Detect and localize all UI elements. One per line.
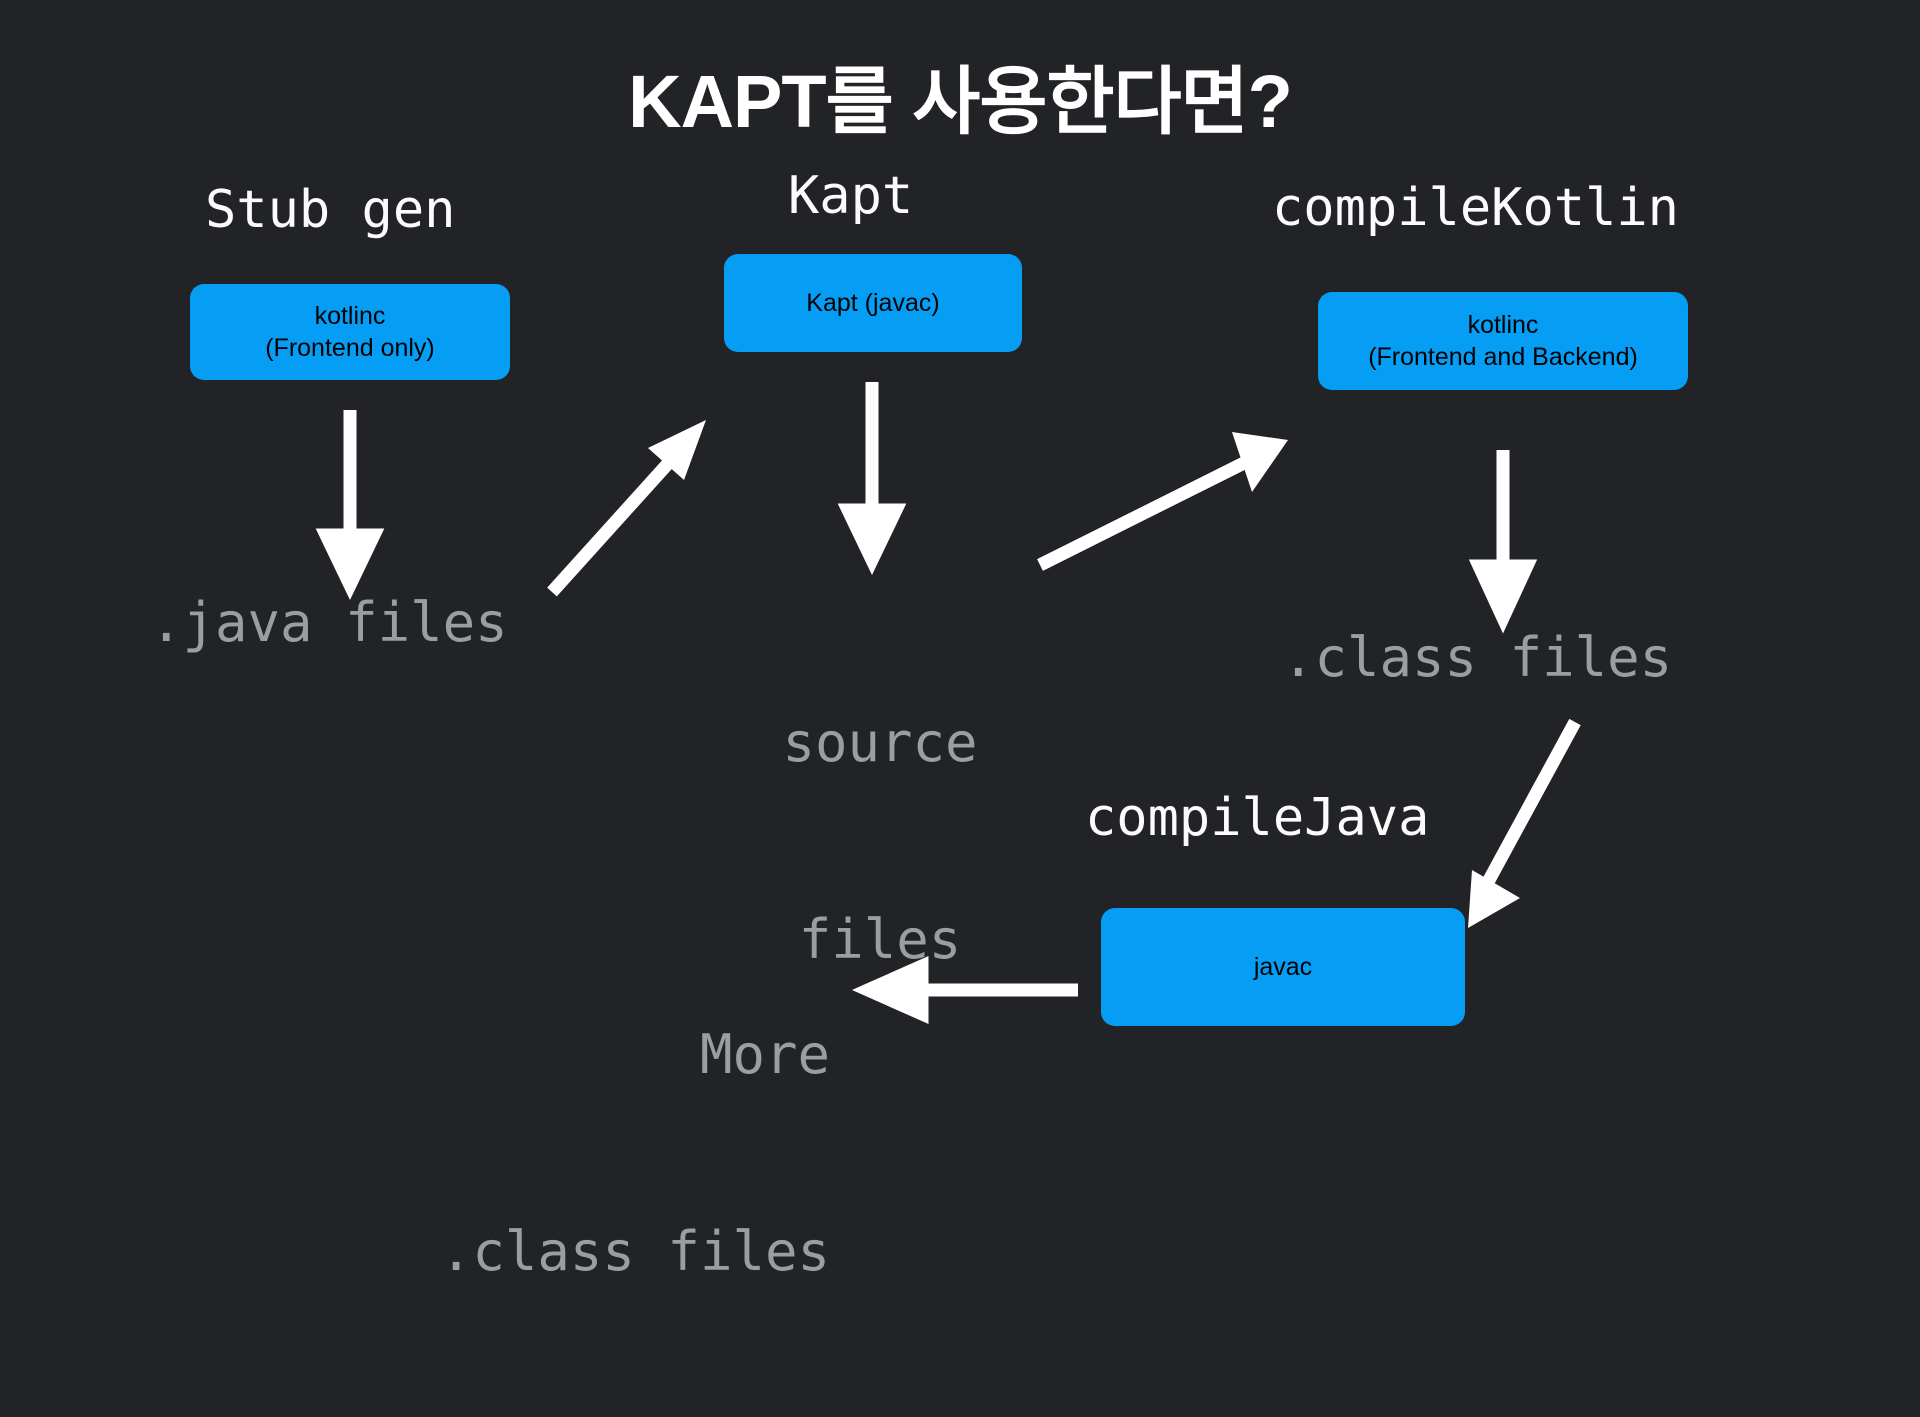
process-box-line-2: (Frontend only) bbox=[265, 334, 435, 362]
stage-label-compile-java: compileJava bbox=[1085, 788, 1430, 848]
artifact-line-1: source bbox=[782, 710, 978, 774]
artifact-label-java-files: .java files bbox=[150, 591, 508, 654]
artifact-line-1: More bbox=[699, 1022, 830, 1086]
arrow-stubgen-to-javafiles bbox=[315, 410, 385, 601]
process-box-kapt-javac[interactable]: Kapt (javac) bbox=[724, 254, 1022, 352]
page-title: KAPT를 사용한다면? bbox=[628, 60, 1293, 143]
stage-label-kapt: Kapt bbox=[788, 166, 914, 226]
process-box-line-1: kotlinc bbox=[314, 301, 386, 330]
process-box-line-1: javac bbox=[1253, 952, 1313, 981]
artifact-label-source-files: source files bbox=[760, 578, 1000, 1105]
artifact-line-2: .class files bbox=[439, 1220, 830, 1284]
process-box-line-2: (Frontend and Backend) bbox=[1368, 343, 1638, 371]
artifact-label-class-files: .class files bbox=[1282, 626, 1673, 689]
arrow-javafiles-to-kapt bbox=[547, 420, 706, 597]
arrow-layer bbox=[315, 382, 1581, 1025]
arrow-sourcefiles-to-kotlinc bbox=[1037, 432, 1288, 571]
process-box-kotlinc-frontend[interactable]: kotlinc (Frontend only) bbox=[190, 284, 510, 380]
process-box-line-1: Kapt (javac) bbox=[806, 288, 940, 317]
stage-label-compile-kotlin: compileKotlin bbox=[1272, 178, 1679, 238]
process-box-line-1: kotlinc bbox=[1467, 310, 1539, 339]
process-box-javac[interactable]: javac bbox=[1101, 908, 1465, 1026]
process-box-kotlinc-frontend-backend[interactable]: kotlinc (Frontend and Backend) bbox=[1318, 292, 1688, 390]
artifact-line-2: files bbox=[798, 908, 962, 972]
diagram-canvas: KAPT를 사용한다면? Stub gen Kapt compileKotlin… bbox=[150, 60, 1688, 1284]
arrow-kotlinc-to-classfiles bbox=[1468, 450, 1538, 634]
stage-label-stub-gen: Stub gen bbox=[205, 180, 456, 240]
arrow-classfiles-to-javac bbox=[1468, 718, 1581, 928]
arrow-javac-to-moreclassfiles bbox=[851, 955, 1078, 1025]
arrow-kapt-to-sourcefiles bbox=[837, 382, 907, 576]
